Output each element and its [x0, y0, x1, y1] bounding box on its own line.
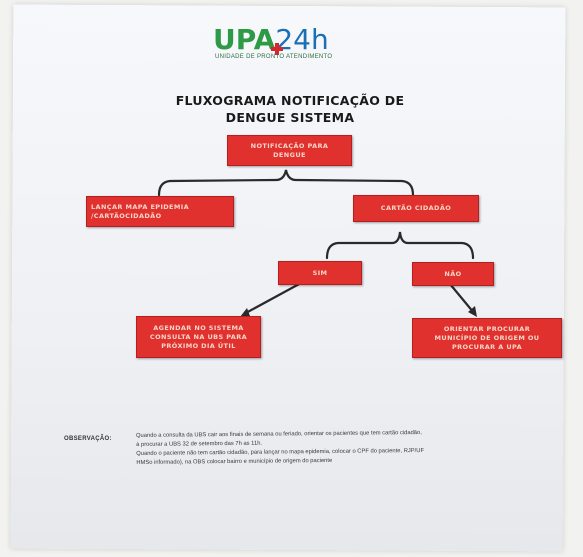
box-lancar-line-1: LANÇAR MAPA EPIDEMIA: [91, 202, 190, 211]
box-lancar-mapa-epidemia: LANÇAR MAPA EPIDEMIA /CARTÃOCIDADÃO: [86, 196, 234, 227]
box-orientar-line-2: MUNICÍPIO DE ORIGEM OU: [434, 333, 540, 342]
observacao-text: Quando a consulta da UBS cair aos finais…: [136, 428, 556, 468]
box-agendar-line-1: AGENDAR NO SISTEMA: [153, 323, 244, 332]
box-notificacao-line-1: NOTIFICAÇÃO PARA: [250, 141, 329, 150]
box-sim: SIM: [278, 261, 362, 285]
arrow-sim-to-agendar: [242, 281, 303, 316]
box-agendar-line-2: CONSULTA NA UBS PARA: [149, 332, 248, 341]
box-orientar-line-3: PROCURAR A UPA: [451, 342, 523, 351]
upa-logo: UPA24h UNIDADE DE PRONTO ATENDIMENTO: [213, 26, 373, 61]
box-cartao-label: CARTÃO CIDADÃO: [380, 204, 452, 212]
brace-top-connector: [157, 169, 415, 197]
box-agendar-no-sistema: AGENDAR NO SISTEMA CONSULTA NA UBS PARA …: [136, 316, 261, 358]
box-nao: NÃO: [412, 262, 494, 286]
page-title: FLUXOGRAMA NOTIFICAÇÃO DE DENGUE SISTEMA: [140, 92, 440, 126]
title-line-1: FLUXOGRAMA NOTIFICAÇÃO DE: [175, 93, 405, 108]
box-notificacao-line-2: DENGUE: [273, 150, 306, 159]
brace-middle-connector: [325, 231, 475, 260]
logo-upa-text: UPA: [213, 23, 276, 56]
logo-wordmark: UPA24h: [213, 26, 329, 54]
arrow-nao-to-orientar: [448, 282, 476, 315]
box-notificacao-para-dengue: NOTIFICAÇÃO PARA DENGUE: [227, 135, 352, 166]
logo-subtitle: UNIDADE DE PRONTO ATENDIMENTO: [215, 54, 333, 60]
box-agendar-line-3: PRÓXIMO DIA ÚTIL: [161, 341, 236, 350]
box-lancar-line-2: /CARTÃOCIDADÃO: [91, 211, 162, 220]
arrow-head-agendar: [240, 308, 250, 317]
box-orientar-line-1: ORIENTAR PROCURAR: [443, 324, 531, 333]
box-cartao-cidadao: CARTÃO CIDADÃO: [353, 195, 479, 222]
observacao-label: OBSERVAÇÃO:: [64, 436, 112, 442]
box-orientar-procurar: ORIENTAR PROCURAR MUNICÍPIO DE ORIGEM OU…: [412, 318, 562, 358]
box-sim-label: SIM: [312, 268, 328, 277]
title-line-2: DENGUE SISTEMA: [225, 110, 355, 125]
arrow-head-orientar: [468, 306, 477, 317]
logo-24h-text: 24h: [275, 23, 329, 56]
box-nao-label: NÃO: [444, 269, 462, 278]
cross-icon: [271, 43, 283, 55]
